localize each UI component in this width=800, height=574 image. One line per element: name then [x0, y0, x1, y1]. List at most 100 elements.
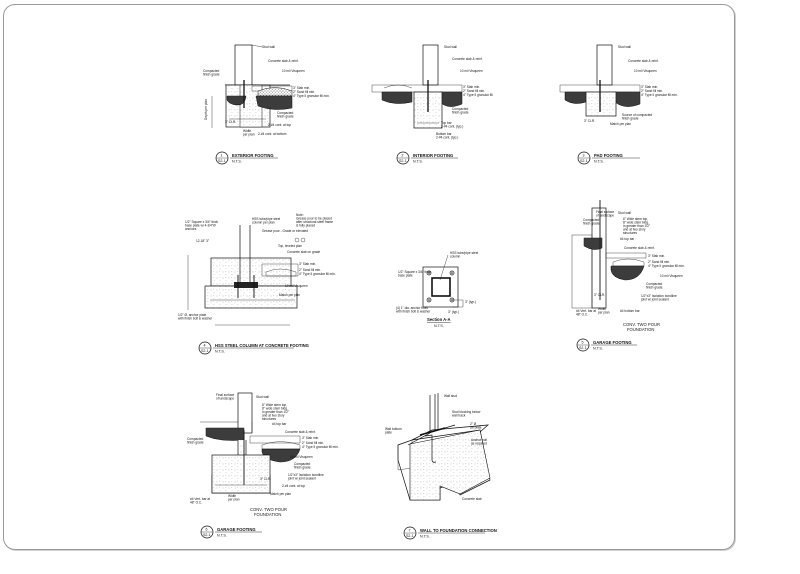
svg-text:12-18" 3": 12-18" 3": [196, 239, 209, 243]
sheet-reference: S2-1: [201, 349, 209, 353]
svg-text:per plan: per plan: [228, 498, 240, 502]
svg-text:10 mil Visqueen: 10 mil Visqueen: [660, 274, 683, 278]
svg-text:3" Slab min.: 3" Slab min.: [293, 86, 310, 90]
detail-number: 6: [206, 528, 208, 532]
svg-text:1/2"x3" Isolation bondline: 1/2"x3" Isolation bondline: [641, 294, 677, 298]
svg-text:Concrete slab & reinf.: Concrete slab & reinf.: [268, 59, 299, 63]
svg-text:HSS tube/pipe steel: HSS tube/pipe steel: [252, 217, 280, 221]
detail-scale: N.T.S.: [420, 535, 430, 539]
detail-number: 1: [221, 154, 223, 158]
svg-text:3" CLR.: 3" CLR.: [584, 119, 595, 123]
svg-text:column per plan: column per plan: [252, 221, 275, 225]
svg-text:1/2" Square x 3/4" thick: 1/2" Square x 3/4" thick: [185, 220, 218, 224]
section-title: Section A-A: [427, 317, 451, 322]
svg-text:Concrete slab & reinf.: Concrete slab & reinf.: [285, 430, 316, 434]
svg-text:finish grade: finish grade: [646, 286, 663, 290]
svg-text:2" Ø: 2" Ø: [470, 422, 477, 426]
svg-text:Top, leveled plan: Top, leveled plan: [278, 244, 302, 248]
svg-text:2" Sand fill min.: 2" Sand fill min.: [299, 268, 321, 272]
svg-text:1/2" Ø, anchor plate: 1/2" Ø, anchor plate: [178, 313, 206, 317]
detail-5-title-block: 5 S2-1 GARAGE FOOTING N.T.S.: [576, 338, 637, 352]
sheet-reference: S2-1: [218, 159, 226, 163]
svg-text:1/2"x3" Isolation bondline: 1/2"x3" Isolation bondline: [288, 473, 324, 477]
svg-text:plate: plate: [385, 431, 392, 435]
svg-text:10 mil Visqueen: 10 mil Visqueen: [634, 69, 657, 73]
svg-text:Depth per plan: Depth per plan: [204, 99, 208, 120]
svg-text:Compacted: Compacted: [583, 218, 600, 222]
foundation-caption: CONV. TWO POUR: [623, 322, 660, 327]
svg-text:finish grade: finish grade: [203, 73, 220, 77]
svg-text:Compacted: Compacted: [203, 69, 220, 73]
svg-text:and at two story: and at two story: [623, 228, 646, 232]
svg-text:#4 Vert. bar at: #4 Vert. bar at: [576, 309, 596, 313]
svg-text:4" Type II granular fill min.: 4" Type II granular fill min.: [293, 94, 330, 98]
svg-text:of landscape: of landscape: [216, 397, 234, 401]
svg-text:finish grade: finish grade: [452, 111, 469, 115]
svg-text:6" Wide stem top,: 6" Wide stem top,: [262, 403, 287, 407]
svg-text:Compacted: Compacted: [277, 111, 294, 115]
svg-text:8" wide stem bldg.: 8" wide stem bldg.: [623, 221, 649, 225]
svg-text:Compacted: Compacted: [452, 107, 469, 111]
svg-text:Grease pour to be placed: Grease pour to be placed: [296, 217, 332, 221]
detail-2-interior-footing: Stud wall Concrete slab & reinf. 10 mil …: [371, 44, 493, 140]
svg-text:wall track: wall track: [452, 414, 466, 418]
svg-text:Concrete slab & reinf.: Concrete slab & reinf.: [628, 59, 659, 63]
detail-7-title-block: 7 S2-1 WALL TO FOUNDATION CONNECTION N.T…: [403, 526, 497, 540]
detail-scale: N.T.S.: [594, 160, 604, 164]
svg-text:and at two story: and at two story: [262, 414, 285, 418]
svg-text:4" Type II granular fill min.: 4" Type II granular fill min.: [648, 264, 685, 268]
detail-scale: N.T.S.: [593, 347, 603, 351]
svg-text:Concrete slab: Concrete slab: [462, 497, 482, 501]
sheet-reference: S2-1: [406, 534, 414, 538]
svg-text:Source of compacted: Source of compacted: [622, 113, 652, 117]
svg-text:3" CLR.: 3" CLR.: [260, 477, 271, 481]
svg-text:#4 bottom bar: #4 bottom bar: [620, 309, 641, 313]
svg-text:3" CLR.: 3" CLR.: [225, 120, 236, 124]
svg-text:Wall stud: Wall stud: [444, 394, 457, 398]
svg-text:Concrete slab on grade: Concrete slab on grade: [287, 250, 320, 254]
detail-title: HSS STEEL COLUMN AT CONCRETE FOOTING: [215, 343, 309, 348]
svg-text:Concrete slab & reinf.: Concrete slab & reinf.: [624, 246, 655, 250]
detail-number: 3: [583, 154, 585, 158]
detail-scale: N.T.S.: [215, 350, 225, 354]
svg-text:Final surface: Final surface: [596, 210, 614, 214]
svg-text:3" (typ.): 3" (typ.): [448, 310, 459, 314]
detail-3-title-block: 3 S2-1 PAD FOOTING N.T.S.: [577, 151, 640, 165]
detail-4-hss-steel-column: 1/2" Square x 3/4" thick base plate w/ 4…: [178, 213, 336, 326]
svg-text:after structural steel frame: after structural steel frame: [296, 220, 333, 224]
svg-text:2-#4 cont. at top: 2-#4 cont. at top: [268, 123, 291, 127]
svg-text:10 mil Visqueen: 10 mil Visqueen: [282, 69, 305, 73]
svg-text:with finish bolt & washer: with finish bolt & washer: [178, 317, 213, 321]
detail-number: 4: [204, 344, 206, 348]
detail-1-title-block: 1 S2-1 EXTERIOR FOOTING N.T.S.: [215, 151, 278, 165]
svg-text:10 mil Visqueen: 10 mil Visqueen: [285, 284, 308, 288]
detail-number: 7: [409, 529, 411, 533]
svg-text:10 mil Visqueen: 10 mil Visqueen: [290, 455, 313, 459]
svg-text:as required: as required: [471, 442, 487, 446]
svg-text:Stud wall: Stud wall: [618, 45, 631, 49]
detail-scale: N.T.S.: [217, 534, 227, 538]
sheet-reference: S2-1: [399, 159, 407, 163]
svg-text:Stud wall: Stud wall: [262, 45, 275, 49]
detail-title: EXTERIOR FOOTING: [232, 153, 274, 158]
svg-text:Top bar: Top bar: [441, 121, 453, 125]
svg-text:base plate w/ 4-3/4"Ø: base plate w/ 4-3/4"Ø: [185, 224, 216, 228]
detail-4-title-block: 4 S2-1 HSS STEEL COLUMN AT CONCRETE FOOT…: [198, 341, 309, 355]
svg-text:of landscape: of landscape: [596, 214, 614, 218]
detail-6-title-block: 6 S2-1 GARAGE FOOTING N.T.S.: [200, 525, 262, 539]
svg-text:2-#4 cont. at top: 2-#4 cont. at top: [282, 484, 305, 488]
svg-text:Stud wall: Stud wall: [444, 45, 457, 49]
svg-text:4" Type II granular fill min.: 4" Type II granular fill min.: [302, 445, 339, 449]
svg-text:column: column: [450, 255, 461, 259]
svg-text:10 mil Visqueen: 10 mil Visqueen: [460, 69, 483, 73]
svg-text:finish grade: finish grade: [622, 117, 639, 121]
svg-text:Bottom bar: Bottom bar: [436, 132, 453, 136]
section-scale: N.T.S.: [434, 324, 444, 328]
svg-text:finish grade: finish grade: [277, 115, 294, 119]
svg-text:Width: Width: [243, 129, 251, 133]
svg-text:48" O.C.: 48" O.C.: [190, 501, 202, 505]
svg-text:with finish bolt & washer: with finish bolt & washer: [396, 310, 431, 314]
